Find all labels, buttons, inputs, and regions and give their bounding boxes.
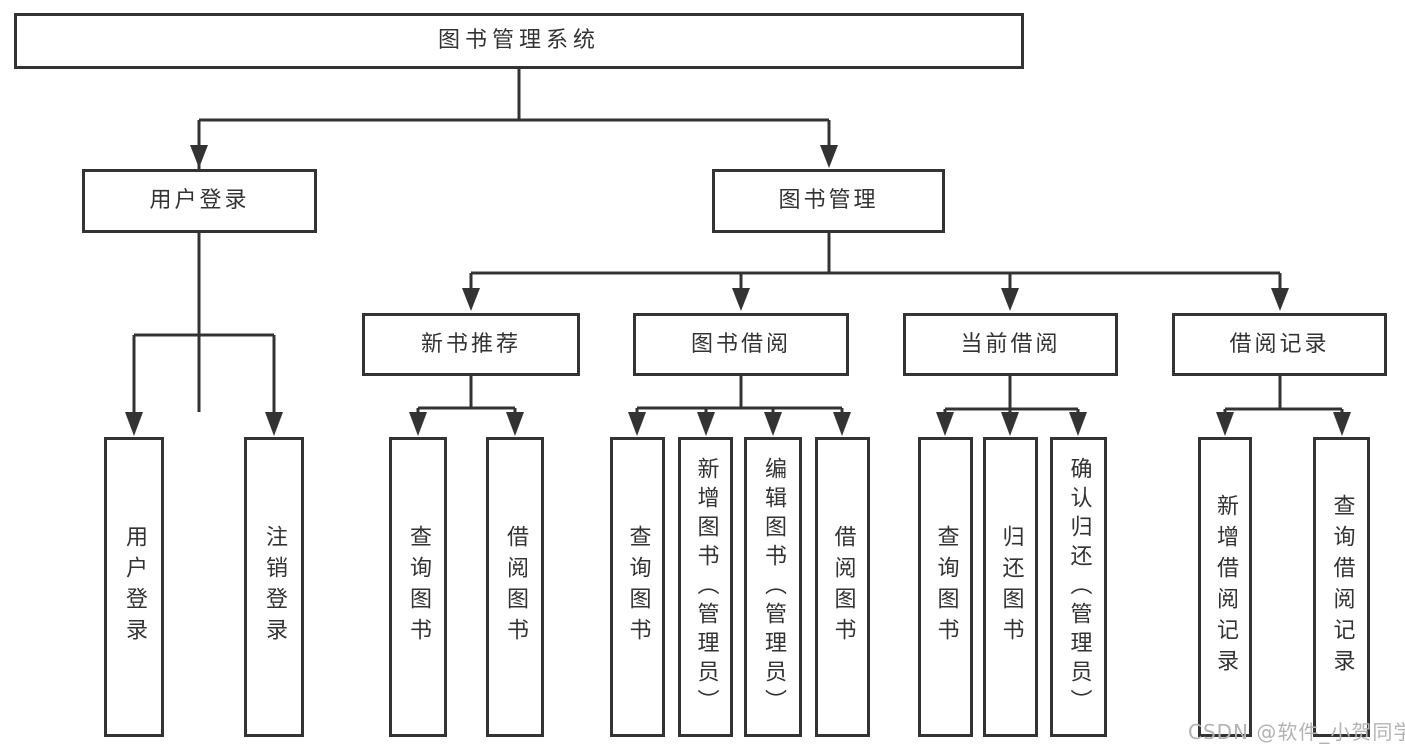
leaf-query-books-borrow-label: 查询图书	[625, 525, 651, 649]
leaf-confirm-return-admin-label: 确认归还（管理员）	[1066, 456, 1092, 718]
node-book-borrowing-label: 图书借阅	[690, 331, 791, 357]
node-user-login-branch: 用户登录	[82, 169, 317, 233]
leaf-borrow-books: 借阅图书	[815, 437, 870, 737]
node-new-book-recommendation-label: 新书推荐	[420, 331, 521, 357]
leaf-add-books-admin-label: 新增图书（管理员）	[693, 456, 719, 718]
leaf-add-books-admin: 新增图书（管理员）	[678, 437, 733, 737]
leaf-user-login: 用户登录	[104, 437, 164, 737]
node-borrowing-records-label: 借阅记录	[1229, 331, 1330, 357]
node-book-management-label: 图书管理	[778, 188, 879, 213]
leaf-borrow-books-recommend-label: 借阅图书	[503, 525, 528, 649]
leaf-borrow-books-recommend: 借阅图书	[486, 437, 544, 737]
node-book-management: 图书管理	[712, 169, 945, 233]
leaf-query-borrow-record: 查询借阅记录	[1313, 437, 1370, 737]
node-book-borrowing: 图书借阅	[633, 313, 849, 376]
csdn-watermark: CSDN @软件_小贺同学	[1188, 720, 1405, 744]
leaf-edit-books-admin: 编辑图书（管理员）	[744, 437, 802, 737]
leaf-add-borrow-record-label: 新增借阅记录	[1213, 494, 1238, 680]
leaf-add-borrow-record: 新增借阅记录	[1198, 437, 1252, 737]
leaf-user-login-label: 用户登录	[122, 525, 147, 649]
leaf-return-books: 归还图书	[983, 437, 1038, 737]
leaf-logout-label: 注销登录	[262, 525, 287, 649]
root-node-library-management-system: 图书管理系统	[14, 13, 1024, 69]
node-new-book-recommendation: 新书推荐	[362, 313, 580, 376]
node-current-borrowing-label: 当前借阅	[960, 331, 1061, 357]
leaf-confirm-return-admin: 确认归还（管理员）	[1050, 437, 1107, 737]
leaf-return-books-label: 归还图书	[998, 525, 1024, 649]
leaf-query-books-current: 查询图书	[918, 437, 973, 737]
node-borrowing-records: 借阅记录	[1172, 313, 1387, 376]
node-current-borrowing: 当前借阅	[903, 313, 1118, 376]
leaf-query-books-borrow: 查询图书	[610, 437, 665, 737]
node-user-login-label: 用户登录	[149, 188, 250, 213]
leaf-edit-books-admin-label: 编辑图书（管理员）	[761, 456, 786, 718]
leaf-borrow-books-label: 借阅图书	[830, 525, 856, 649]
root-node-label: 图书管理系统	[437, 28, 600, 53]
leaf-query-books-recommend-label: 查询图书	[406, 525, 431, 649]
leaf-logout: 注销登录	[244, 437, 304, 737]
leaf-query-books-current-label: 查询图书	[933, 525, 959, 649]
leaf-query-borrow-record-label: 查询借阅记录	[1329, 494, 1355, 680]
leaf-query-books-recommend: 查询图书	[389, 437, 447, 737]
